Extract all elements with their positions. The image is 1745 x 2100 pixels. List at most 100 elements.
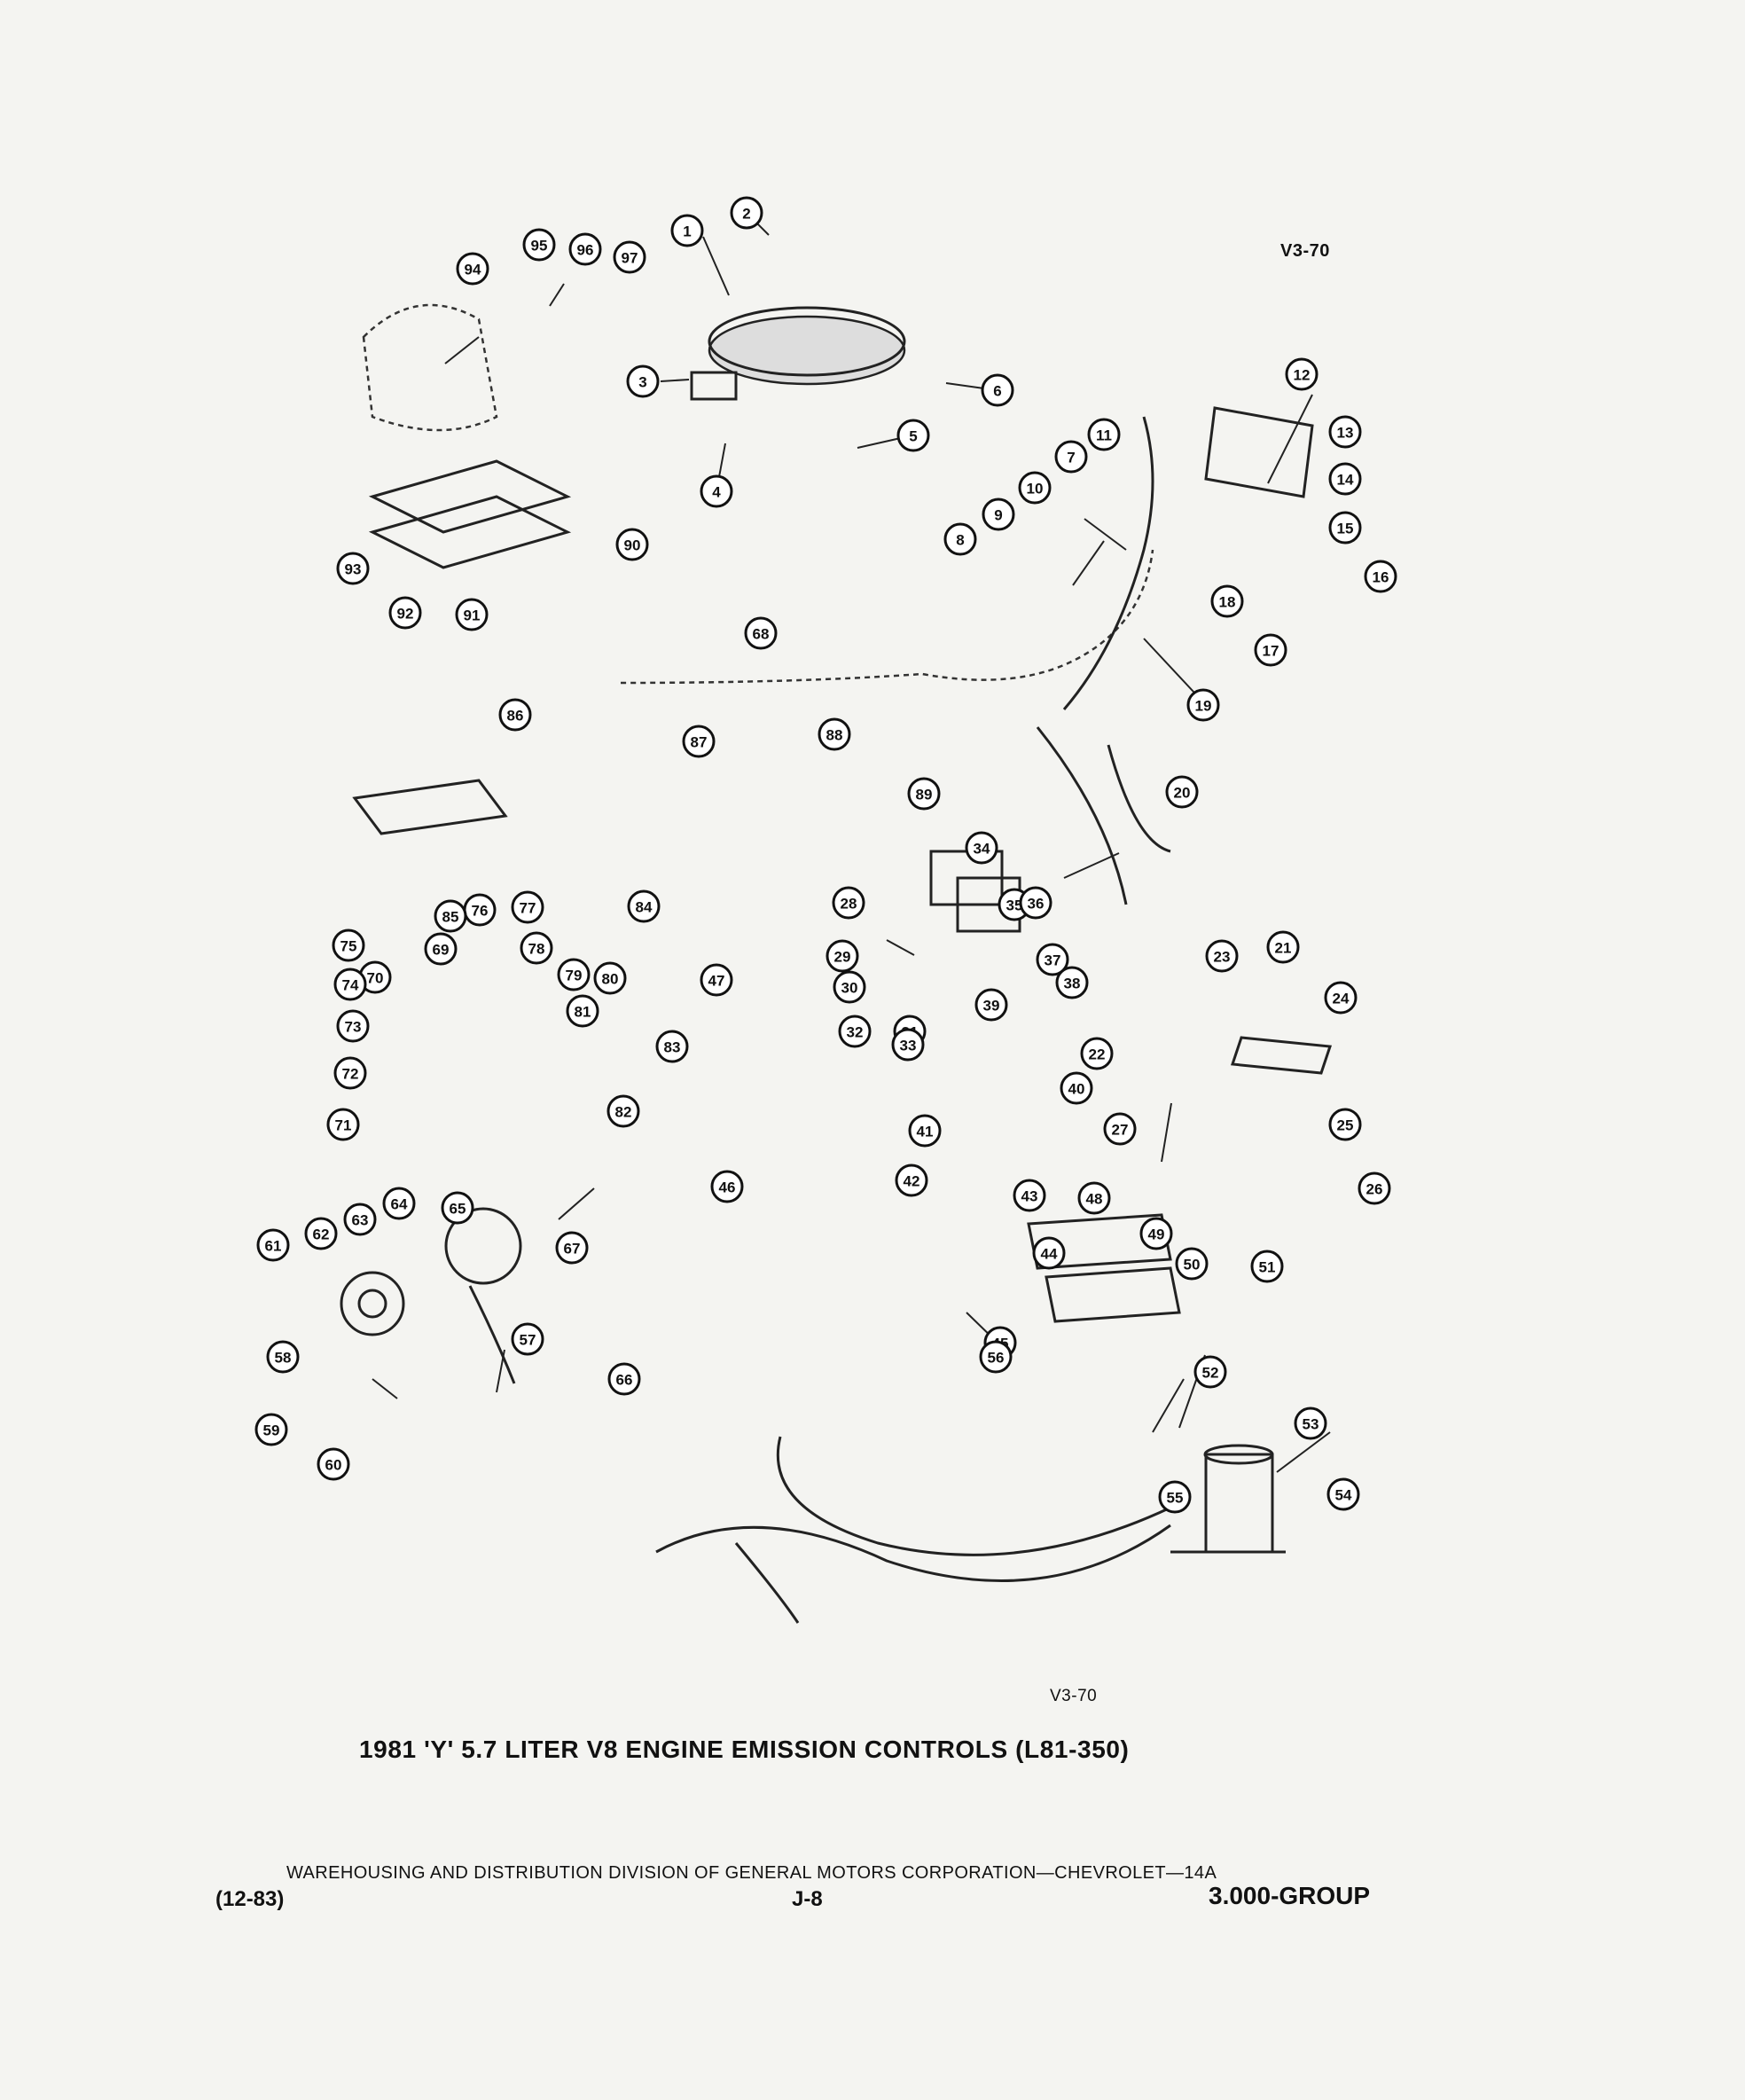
callout-43: 43 — [1013, 1179, 1046, 1212]
callout-circle — [965, 831, 998, 865]
callout-label: 66 — [616, 1372, 633, 1389]
callout-21: 21 — [1266, 930, 1300, 964]
callout-label: 82 — [615, 1104, 632, 1121]
callout-label: 59 — [263, 1422, 280, 1439]
callout-label: 18 — [1219, 594, 1236, 611]
callout-label: 83 — [664, 1039, 681, 1056]
callout-44: 44 — [1032, 1236, 1066, 1270]
callout-label: 85 — [442, 909, 459, 926]
callout-circle — [1193, 1355, 1227, 1389]
callout-circle — [1210, 584, 1244, 618]
callout-circle — [498, 698, 532, 732]
callout-label: 48 — [1086, 1191, 1103, 1208]
callout-label: 68 — [753, 626, 770, 643]
callout-label: 49 — [1148, 1226, 1165, 1243]
illustration-reference-code: V3-70 — [1280, 241, 1330, 261]
callout-label: 40 — [1068, 1081, 1085, 1098]
callout-circle — [511, 890, 544, 924]
callout-71: 71 — [326, 1108, 360, 1141]
callout-circle — [1036, 943, 1069, 976]
callout-50: 50 — [1175, 1247, 1209, 1281]
callout-30: 30 — [833, 970, 866, 1004]
callout-circle — [1205, 939, 1239, 973]
callout-47: 47 — [700, 963, 733, 997]
callout-circle — [456, 252, 489, 286]
callout-label: 27 — [1112, 1122, 1129, 1139]
callout-87: 87 — [682, 725, 716, 758]
callout-label: 53 — [1303, 1416, 1319, 1433]
callout-82: 82 — [606, 1094, 640, 1128]
callout-circle — [1060, 1071, 1093, 1105]
callout-circle — [1250, 1250, 1284, 1283]
callout-23: 23 — [1205, 939, 1239, 973]
callout-52: 52 — [1193, 1355, 1227, 1389]
callout-37: 37 — [1036, 943, 1069, 976]
callout-12: 12 — [1285, 357, 1319, 391]
footer-group-number: 3.000-GROUP — [1209, 1882, 1371, 1909]
callout-22: 22 — [1080, 1037, 1114, 1070]
callout-76: 76 — [463, 893, 497, 927]
callout-15: 15 — [1328, 511, 1362, 545]
callout-label: 57 — [520, 1332, 536, 1349]
callout-54: 54 — [1326, 1477, 1360, 1511]
callout-circle — [1165, 775, 1199, 809]
callout-57: 57 — [511, 1322, 544, 1356]
callout-circle — [441, 1191, 474, 1225]
callout-29: 29 — [826, 939, 859, 973]
callout-1: 1 — [670, 214, 704, 247]
callout-circle — [974, 988, 1008, 1022]
callout-circle — [607, 1362, 641, 1396]
callout-60: 60 — [317, 1447, 350, 1481]
callout-68: 68 — [744, 616, 778, 650]
callout-label: 94 — [465, 262, 481, 278]
callout-label: 54 — [1335, 1487, 1352, 1504]
callout-label: 77 — [520, 900, 536, 917]
callout-61: 61 — [256, 1228, 290, 1262]
callout-circle — [1328, 511, 1362, 545]
callout-label: 17 — [1263, 643, 1279, 660]
callout-33: 33 — [891, 1028, 925, 1062]
callout-circle — [388, 596, 422, 630]
callout-3: 3 — [626, 364, 660, 398]
callout-81: 81 — [566, 994, 599, 1028]
callout-label: 44 — [1041, 1246, 1058, 1263]
callout-19: 19 — [1186, 688, 1220, 722]
callout-label: 13 — [1337, 425, 1354, 442]
callout-label: 6 — [993, 383, 1001, 400]
callout-18: 18 — [1210, 584, 1244, 618]
callout-circle — [382, 1187, 416, 1220]
callout-label: 15 — [1337, 521, 1354, 537]
callout-13: 13 — [1328, 415, 1362, 449]
callout-circle — [613, 240, 646, 274]
callout-93: 93 — [336, 552, 370, 585]
callout-circle — [606, 1094, 640, 1128]
callout-label: 38 — [1064, 976, 1081, 992]
callout-label: 58 — [275, 1350, 292, 1367]
callout-label: 24 — [1333, 991, 1350, 1007]
callout-89: 89 — [907, 777, 941, 811]
callout-70: 70 — [358, 960, 392, 994]
callout-circle — [833, 970, 866, 1004]
callout-circle — [838, 1015, 872, 1048]
callout-label: 51 — [1259, 1259, 1276, 1276]
footer-page-number: J-8 — [792, 1887, 823, 1911]
callout-circle — [343, 1203, 377, 1236]
callout-label: 4 — [712, 484, 721, 501]
callout-label: 89 — [916, 787, 933, 803]
callout-circle — [336, 1009, 370, 1043]
callout-label: 80 — [602, 971, 619, 988]
callout-circle — [700, 474, 733, 508]
distributor-drawing — [1170, 1444, 1286, 1554]
callout-28: 28 — [832, 886, 865, 920]
callout-circle — [710, 1170, 744, 1203]
callout-label: 76 — [472, 903, 489, 920]
callout-label: 60 — [325, 1457, 342, 1474]
callout-label: 9 — [994, 507, 1002, 524]
callout-label: 28 — [841, 896, 857, 913]
callout-2: 2 — [730, 196, 763, 230]
callout-74: 74 — [333, 968, 367, 1001]
callout-90: 90 — [615, 528, 649, 561]
callout-circle — [1055, 966, 1089, 999]
callout-circle — [626, 364, 660, 398]
callout-65: 65 — [441, 1191, 474, 1225]
